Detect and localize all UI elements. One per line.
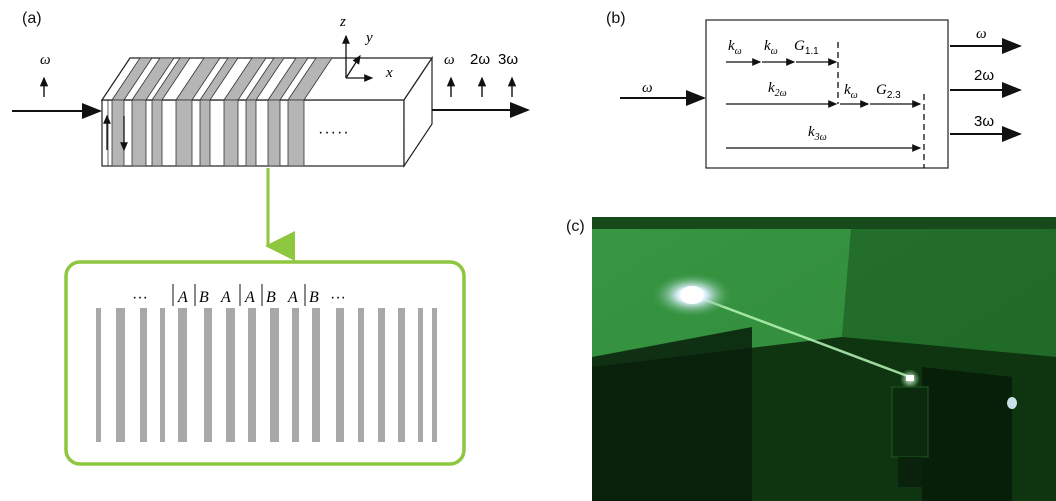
laser-photo-drawing — [592, 217, 1056, 501]
continuation-dots: ····· — [318, 124, 350, 141]
layer-label: A — [220, 289, 231, 306]
layer-label: A — [177, 289, 188, 306]
detector-light — [1007, 397, 1017, 409]
output-3omega: 3ω — [974, 113, 994, 130]
inset-left-dots: ··· — [132, 289, 148, 306]
laser-beam — [691, 293, 911, 379]
output-omega-label: ω — [444, 52, 455, 68]
input-label: ω — [642, 80, 653, 96]
layer-label: B — [266, 289, 276, 306]
panel-a-label: (a) — [22, 10, 42, 27]
row1-g: G1.1 — [794, 38, 819, 57]
row1-k2: kω — [764, 38, 778, 57]
panel-a-figure: ω ····· z y x — [12, 14, 530, 466]
output-2omega-label: 2ω — [470, 51, 490, 68]
row3-k: k3ω — [808, 124, 827, 143]
output-2omega: 2ω — [974, 67, 994, 84]
crystal-side-face — [403, 56, 433, 168]
layer-dividers — [172, 284, 306, 306]
layer-label: A — [287, 289, 298, 306]
row2-k: k2ω — [768, 80, 787, 99]
row2-k2: kω — [844, 82, 858, 101]
input-omega-label: ω — [40, 52, 51, 68]
layer-label: B — [199, 289, 209, 306]
axis-x-label: x — [385, 65, 393, 81]
panel-c-label: (c) — [566, 218, 585, 235]
laser-photo — [592, 217, 1056, 501]
axis-y-label: y — [364, 30, 373, 46]
row1-k1: kω — [728, 38, 742, 57]
output-3omega-label: 3ω — [498, 51, 518, 68]
output-omega: ω — [976, 26, 987, 42]
axis-z-label: z — [339, 14, 346, 30]
layer-labels: A B A A B A B — [177, 289, 319, 306]
panel-b-figure: ω kω kω G1.1 k2ω kω G2.3 k3ω ω 2ω 3ω — [620, 19, 1022, 169]
layer-label: B — [309, 289, 319, 306]
domain-stripes — [111, 57, 333, 167]
inset-right-dots: ··· — [330, 289, 346, 306]
row2-g: G2.3 — [876, 82, 901, 101]
micrograph-stripes — [96, 308, 437, 442]
layer-label: A — [244, 289, 255, 306]
panel-b-label: (b) — [606, 10, 626, 27]
process-box — [705, 19, 949, 169]
inset-frame — [64, 260, 466, 466]
coordinate-axes — [342, 34, 374, 82]
crystal-mount — [891, 386, 929, 458]
output-polarization-arrows — [446, 76, 517, 97]
